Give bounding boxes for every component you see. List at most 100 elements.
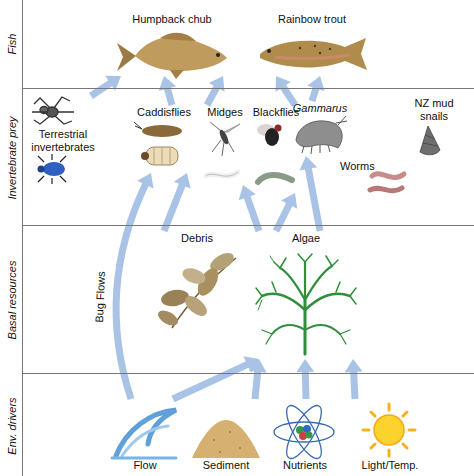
chub-picture — [135, 37, 227, 71]
arrow-shaft — [255, 371, 258, 399]
organism-node: Gammarus — [291, 101, 349, 156]
organism-node: Worms — [339, 159, 411, 197]
sun-picture — [363, 404, 415, 456]
arrow-head — [174, 173, 191, 188]
node-label: Blackflies — [253, 106, 299, 119]
caddisfly-picture — [146, 147, 178, 165]
organism-node: Terrestrial invertebrates — [27, 96, 99, 186]
sediment-picture — [239, 447, 241, 449]
organism-node: Humpback chub — [113, 12, 231, 76]
chub-picture — [117, 43, 136, 71]
node-label: Nutrients — [283, 459, 327, 472]
trout-picture — [275, 55, 350, 58]
flow-picture — [122, 426, 168, 456]
nutrients-picture — [306, 432, 313, 439]
sediment-picture — [229, 431, 231, 433]
band-label: Fish — [6, 34, 18, 55]
energy-flow-arrow — [173, 356, 259, 399]
chub-picture — [170, 70, 184, 79]
caddisfly-picture — [134, 122, 142, 129]
trophic-band: FishHumpback chubRainbow trout — [22, 0, 474, 88]
caddisfly-picture — [141, 152, 149, 160]
arrow-shaft — [312, 87, 316, 101]
arrow-shaft — [91, 83, 111, 96]
organism-node: Blackflies — [249, 105, 303, 193]
caddisfly-picture — [142, 125, 182, 137]
beetle-picture — [38, 154, 66, 184]
node-label: Rainbow trout — [278, 13, 346, 26]
node-label: Terrestrial invertebrates — [28, 128, 98, 153]
chub-picture — [117, 33, 227, 79]
debris-picture — [160, 288, 190, 309]
midge-picture — [206, 172, 238, 176]
arrow-head — [281, 193, 297, 209]
arrow-head — [300, 156, 318, 170]
beetle-picture — [38, 166, 45, 173]
arrow-shaft — [302, 371, 310, 399]
trout-picture — [314, 45, 316, 47]
node-label: Gammarus — [293, 102, 347, 115]
beetle-picture — [38, 154, 67, 184]
node-label: Caddisflies — [137, 106, 191, 119]
snail-picture — [423, 135, 438, 146]
band-label: Invertebrate prey — [6, 116, 18, 199]
worm-picture — [370, 188, 402, 191]
chub-picture — [216, 53, 220, 57]
algae-picture — [280, 262, 332, 300]
node-label: Humpback chub — [132, 13, 212, 26]
algae-picture — [272, 325, 340, 334]
snail-picture — [420, 126, 440, 155]
sun-picture — [363, 404, 415, 456]
sediment-picture — [192, 420, 260, 458]
node-label: Worms — [340, 160, 375, 173]
energy-flow-arrow — [345, 359, 363, 399]
chub-picture — [160, 33, 196, 41]
energy-flow-arrow — [276, 76, 295, 105]
sediment-picture — [219, 451, 221, 453]
algae-picture — [274, 254, 338, 268]
node-label: Sediment — [203, 459, 249, 472]
arrow-head — [296, 359, 314, 372]
node-label: Midges — [207, 106, 242, 119]
flow-picture — [112, 410, 176, 458]
spider-picture — [32, 97, 74, 124]
trophic-band: Env. driversFlowSedimentNutrientsLight/T… — [22, 373, 474, 476]
sun-picture — [374, 415, 404, 445]
edge-label: Bug Flows — [93, 270, 107, 324]
gammarus-picture — [336, 116, 347, 125]
trout-picture — [260, 38, 367, 70]
trout-picture — [329, 48, 331, 50]
organism-node: Flow — [109, 399, 181, 473]
arrow-head — [239, 185, 256, 200]
blackfly-picture — [257, 124, 292, 182]
trout-picture — [299, 47, 301, 49]
organism-node: Sediment — [189, 399, 263, 473]
sun-picture — [363, 404, 415, 456]
node-label: Flow — [133, 459, 156, 472]
arrow-shaft — [116, 184, 146, 399]
gammarus-picture — [296, 116, 347, 154]
energy-flow-arrow — [116, 173, 153, 399]
gammarus-picture — [296, 121, 342, 148]
flow-picture — [112, 457, 176, 460]
arrow-shaft — [354, 371, 355, 399]
worm-picture — [370, 174, 404, 191]
algae-picture — [262, 330, 350, 344]
midge-picture — [206, 122, 240, 176]
energy-flow-arrow — [159, 76, 176, 105]
energy-flow-arrow — [91, 76, 121, 96]
node-label: NZ mud snails — [407, 97, 461, 122]
energy-flow-arrow — [207, 76, 225, 105]
organism-node: Midges — [199, 105, 251, 185]
nutrients-picture — [280, 401, 327, 463]
midge-picture — [210, 122, 240, 132]
node-label: Debris — [181, 232, 213, 245]
nutrients-picture — [274, 422, 334, 442]
caddisfly-picture — [134, 122, 182, 165]
trophic-band: Basal resourcesDebrisAlgae — [22, 225, 474, 373]
energy-flow-arrow — [300, 156, 320, 231]
beetle-picture — [43, 162, 65, 176]
